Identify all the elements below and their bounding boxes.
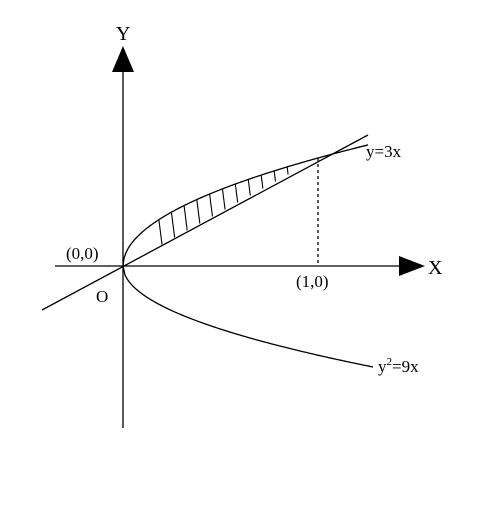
y-axis-arrow xyxy=(112,46,134,72)
parabola-y2-9x xyxy=(122,144,374,368)
hatch-line xyxy=(189,158,206,261)
x-axis-label: X xyxy=(428,257,443,279)
y-axis-label: Y xyxy=(116,23,130,45)
hatch-line xyxy=(270,158,287,261)
parabola-equation-label: y2=9x xyxy=(378,356,419,376)
x-axis-arrow xyxy=(399,256,425,276)
hatch-line xyxy=(243,158,260,261)
line-y-3x xyxy=(41,134,369,311)
origin-coordinate-label: (0,0) xyxy=(66,244,99,263)
point-1-0-label: (1,0) xyxy=(296,272,329,291)
shaded-region-hatches xyxy=(149,158,300,261)
hatch-line xyxy=(216,158,233,261)
origin-label: O xyxy=(96,287,108,306)
hatch-line xyxy=(149,158,165,261)
hatch-line xyxy=(257,158,273,261)
line-equation-label: y=3x xyxy=(366,142,402,161)
hatch-line xyxy=(203,158,219,261)
